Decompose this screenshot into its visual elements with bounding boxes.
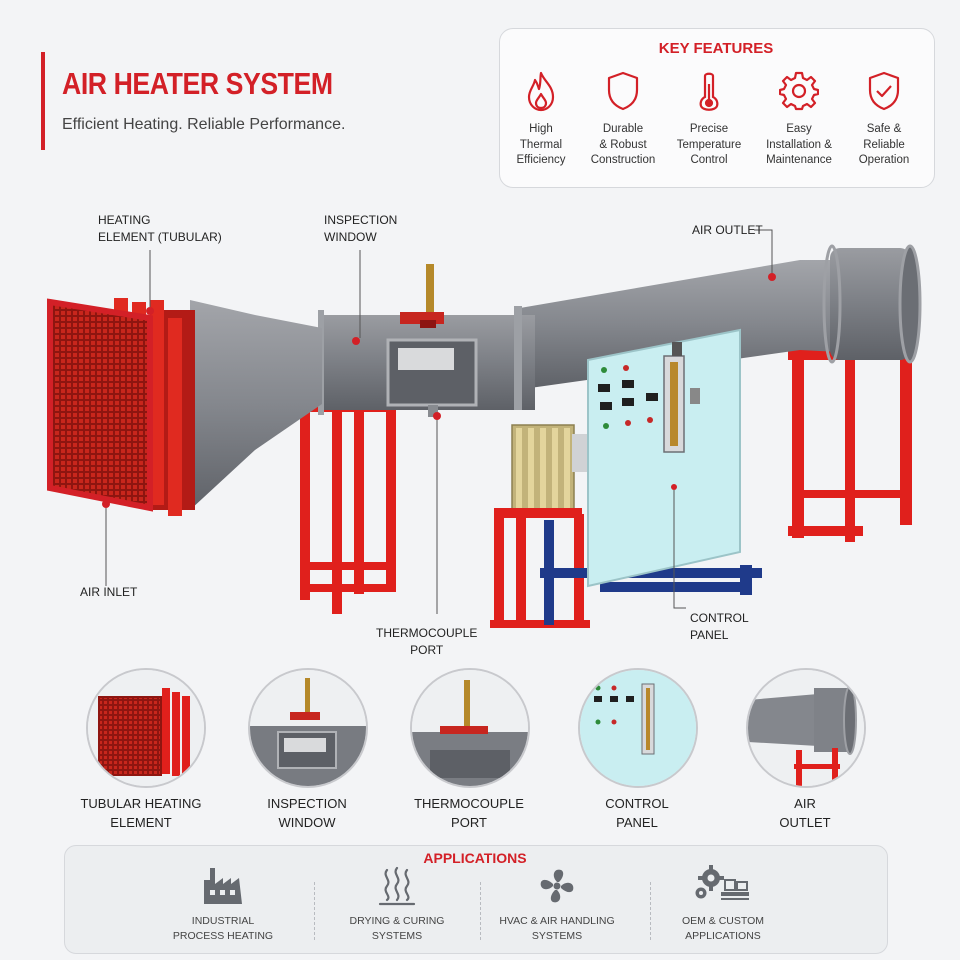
fan-icon	[540, 869, 574, 903]
callout-control-panel: CONTROL PANEL	[690, 611, 749, 642]
application-hvac-air-handling: HVAC & AIR HANDLING SYSTEMS	[474, 864, 640, 944]
application-industrial-process-heating: INDUSTRIAL PROCESS HEATING	[140, 864, 306, 944]
feature-easy-installation: Easy Installation & Maintenance	[756, 70, 842, 169]
application-oem-custom: OEM & CUSTOM APPLICATIONS	[640, 864, 806, 944]
applications-divider	[480, 882, 481, 940]
page-title: AIR HEATER SYSTEM	[62, 66, 333, 101]
factory-icon	[204, 868, 242, 904]
applications-panel	[64, 845, 888, 954]
feature-high-thermal-efficiency: High Thermal Efficiency	[498, 70, 584, 169]
feature-safe-reliable-operation: Safe & Reliable Operation	[841, 70, 927, 169]
flame-icon	[527, 71, 555, 112]
detail-tubular-heating-element-image	[86, 668, 206, 788]
outlet-stand	[788, 340, 913, 542]
detail-thermocouple-port-image	[410, 668, 530, 788]
callout-dots	[102, 273, 776, 508]
detail-label-thermocouple-port: THERMOCOUPLE PORT	[414, 796, 524, 830]
detail-label-control-panel: CONTROL PANEL	[605, 796, 669, 830]
thermocouple-probe	[400, 264, 444, 417]
page-subtitle: Efficient Heating. Reliable Performance.	[62, 116, 346, 133]
callout-air-outlet: AIR OUTLET	[692, 223, 763, 237]
application-label: OEM & CUSTOM APPLICATIONS	[681, 915, 765, 942]
inlet-stand	[300, 402, 396, 614]
outlet-pipe	[830, 248, 910, 360]
callout-thermocouple-port: THERMOCOUPLE PORT	[376, 626, 478, 657]
callout-inspection-window: INSPECTION WINDOW	[324, 213, 398, 244]
heater-coil-unit	[490, 424, 594, 628]
gears-boxes-icon	[695, 865, 749, 900]
inspection-window-glass	[398, 348, 454, 370]
detail-inspection-window-image	[248, 668, 368, 788]
feature-label: Safe & Reliable Operation	[858, 123, 910, 166]
detail-label-air-outlet: AIR OUTLET	[779, 796, 831, 830]
feature-durable-construction: Durable & Robust Construction	[580, 70, 666, 169]
feature-label: High Thermal Efficiency	[516, 123, 566, 166]
heat-waves-icon	[378, 866, 416, 906]
outlet-flange	[898, 244, 922, 364]
thermometer-icon	[699, 72, 719, 111]
feature-label: Precise Temperature Control	[676, 123, 742, 166]
detail-control-panel-image	[578, 668, 698, 788]
key-features-title: KEY FEATURES	[658, 40, 774, 57]
shield-check-icon	[868, 71, 900, 111]
detail-label-tubular-heating-element: TUBULAR HEATING ELEMENT	[80, 796, 202, 830]
callout-leaders	[105, 229, 773, 614]
outlet-cone	[520, 260, 840, 388]
feature-label: Easy Installation & Maintenance	[766, 123, 832, 166]
application-drying-curing: DRYING & CURING SYSTEMS	[314, 864, 480, 944]
gear-icon	[779, 71, 819, 111]
application-label: DRYING & CURING SYSTEMS	[349, 915, 445, 942]
application-label: INDUSTRIAL PROCESS HEATING	[172, 915, 274, 942]
callout-heating-element: HEATING ELEMENT (TUBULAR)	[98, 213, 222, 244]
callout-air-inlet: AIR INLET	[80, 585, 138, 599]
feature-precise-temperature-control: Precise Temperature Control	[666, 70, 752, 169]
applications-title: APPLICATIONS	[423, 850, 527, 866]
application-label: HVAC & AIR HANDLING SYSTEMS	[499, 915, 615, 942]
feature-label: Durable & Robust Construction	[590, 123, 656, 166]
applications-divider	[650, 882, 651, 940]
air-heater-illustration	[47, 229, 922, 628]
heating-element-block	[47, 298, 195, 516]
shield-icon	[607, 71, 639, 111]
applications-divider	[314, 882, 315, 940]
detail-air-outlet-image	[746, 668, 866, 788]
inlet-transition	[190, 300, 322, 510]
title-accent-bar	[41, 52, 45, 150]
control-panel-unit	[540, 328, 762, 625]
detail-label-inspection-window: INSPECTION WINDOW	[267, 796, 347, 830]
